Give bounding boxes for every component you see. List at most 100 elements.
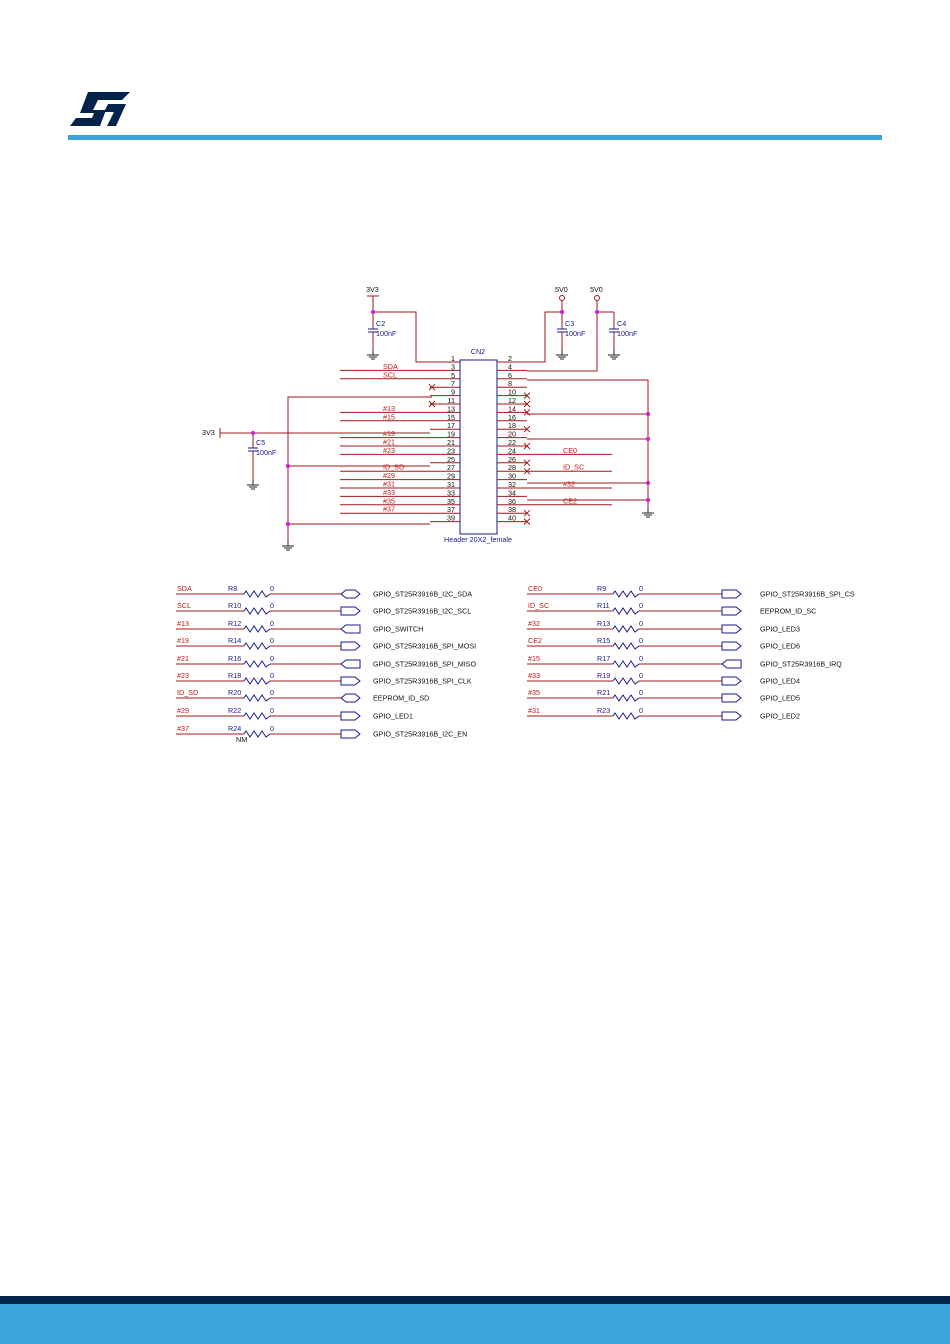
resistor-value: 0 <box>639 619 643 628</box>
no-connect-mark <box>428 383 436 391</box>
resistor-ref: R19 <box>597 671 610 680</box>
pin-number-right: 6 <box>508 371 512 380</box>
pin-number-left: 15 <box>447 413 455 422</box>
resistor-value: 0 <box>270 724 274 733</box>
pin-number-right: 12 <box>508 396 516 405</box>
footer-band <box>0 1304 950 1344</box>
rail-5v0-a-label: 5V0 <box>555 285 568 294</box>
port-out <box>721 624 742 634</box>
net-label-left: #37 <box>383 505 395 514</box>
rail-symbol <box>594 295 600 301</box>
resistor-ref: R21 <box>597 688 610 697</box>
pin-number-left: 21 <box>447 438 455 447</box>
resistor-value: 0 <box>270 584 274 593</box>
resistor-signal: GPIO_ST25R3916B_SPI_CLK <box>373 677 472 686</box>
rail-3v3-label: 3V3 <box>366 285 379 294</box>
resistor-zigzag <box>243 660 271 668</box>
resistor-ref: R17 <box>597 654 610 663</box>
resistor-zigzag <box>612 642 640 650</box>
capacitor-value: 100nF <box>376 329 397 338</box>
resistor-ref: R12 <box>228 619 241 628</box>
port-in <box>340 659 361 669</box>
resistor-ref: R24 <box>228 724 241 733</box>
gnd-bus-right <box>527 379 649 508</box>
resistor-net-label: #31 <box>528 706 540 715</box>
pin-number-left: 5 <box>451 371 455 380</box>
no-connect-mark <box>523 409 531 416</box>
port-in <box>721 659 742 669</box>
rail-5v0-b-label: 5V0 <box>590 285 603 294</box>
resistor-net-label: ID_SD <box>177 688 198 697</box>
no-connect-mark <box>523 400 531 408</box>
no-connect-mark <box>523 459 531 467</box>
resistor-ref: R10 <box>228 601 241 610</box>
pin-number-left: 31 <box>447 480 455 489</box>
resistor-zigzag <box>612 712 640 720</box>
resistor-signal: EEPROM_ID_SD <box>373 694 429 703</box>
junction-dot <box>559 309 565 315</box>
capacitor-ref: C4 <box>617 319 626 328</box>
port-out <box>721 641 742 651</box>
pin-number-right: 4 <box>508 362 512 371</box>
net-label-left: #15 <box>383 412 395 421</box>
resistor-value: 0 <box>639 636 643 645</box>
net-label-left: #19 <box>383 429 395 438</box>
net-label-left: SCL <box>383 370 397 379</box>
resistor-zigzag <box>243 642 271 650</box>
port-out <box>340 606 361 616</box>
pin-number-left: 3 <box>451 362 455 371</box>
resistor-signal: GPIO_SWITCH <box>373 625 423 634</box>
pin-number-left: 11 <box>448 396 455 405</box>
port-out <box>721 693 742 703</box>
rail-3v3-side-label: 3V3 <box>202 428 215 437</box>
pin-number-right: 2 <box>508 354 512 363</box>
resistor-value: 0 <box>270 636 274 645</box>
resistor-zigzag <box>243 677 271 685</box>
resistor-ref: R20 <box>228 688 241 697</box>
port-out <box>340 711 361 721</box>
rail-5v0-wire <box>527 300 563 363</box>
gnd-bus-left <box>287 396 432 541</box>
net-label-left: SDA <box>383 362 398 371</box>
pin-number-left: 37 <box>447 505 455 514</box>
resistor-note: NM <box>236 735 247 744</box>
resistor-value: 0 <box>270 601 274 610</box>
pin-number-left: 35 <box>447 497 455 506</box>
resistor-value: 0 <box>639 688 643 697</box>
net-label-left: #35 <box>383 496 395 505</box>
capacitor-value: 100nF <box>617 329 638 338</box>
pin-number-right: 20 <box>508 430 516 439</box>
resistor-signal: GPIO_LED4 <box>760 677 800 686</box>
resistor-net-label: #21 <box>177 654 189 663</box>
net-label-right: CE0 <box>563 446 577 455</box>
resistor-net-label: #19 <box>177 636 189 645</box>
resistor-value: 0 <box>270 688 274 697</box>
rail-3v3-wire <box>372 296 430 363</box>
resistor-net-label: #33 <box>528 671 540 680</box>
resistor-ref: R11 <box>597 601 610 610</box>
pin-number-right: 26 <box>508 455 516 464</box>
connector-caption: Header 20X2_female <box>444 535 512 544</box>
resistor-value: 0 <box>270 706 274 715</box>
resistor-zigzag <box>243 625 271 633</box>
resistor-net-label: ID_SC <box>528 601 549 610</box>
resistor-value: 0 <box>639 654 643 663</box>
resistor-zigzag <box>612 607 640 615</box>
port-out <box>340 729 361 739</box>
resistor-value: 0 <box>639 671 643 680</box>
resistor-net-label: #15 <box>528 654 540 663</box>
resistor-signal: GPIO_ST25R3916B_SPI_MISO <box>373 660 476 669</box>
junction-dot <box>370 309 376 315</box>
pin-number-left: 13 <box>447 404 455 413</box>
port-out <box>721 606 742 616</box>
capacitor-value: 100nF <box>565 329 586 338</box>
net-label-left: #33 <box>383 488 395 497</box>
resistor-ref: R13 <box>597 619 610 628</box>
resistor-signal: GPIO_ST25R3916B_I2C_EN <box>373 730 467 739</box>
pin-number-right: 36 <box>508 497 516 506</box>
pin-number-right: 22 <box>508 438 516 447</box>
junction-dot <box>645 480 651 486</box>
resistor-signal: GPIO_LED1 <box>373 712 413 721</box>
header-rule <box>68 135 882 140</box>
pin-number-right: 40 <box>508 514 516 523</box>
